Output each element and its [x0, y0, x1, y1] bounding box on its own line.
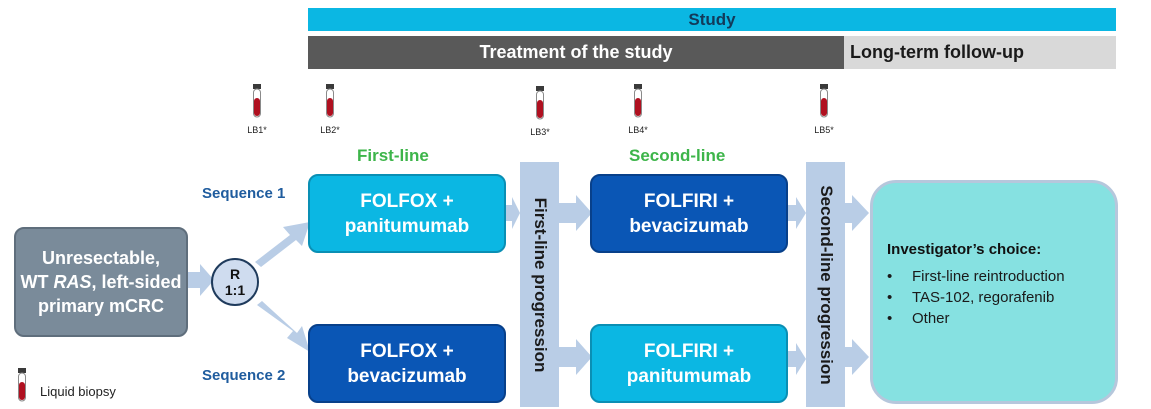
blood-tube-icon [18, 368, 26, 402]
blood-tube-icon [253, 84, 261, 118]
study-bar: Study [308, 8, 1116, 31]
blood-tube-icon [634, 84, 642, 118]
blood-tube-icon [326, 84, 334, 118]
patient-line-2: WT RAS, left-sided [20, 270, 181, 294]
arrow-b1-to-prog1 [506, 197, 520, 229]
first-line-progression-label: First-line progression [530, 197, 550, 372]
box-line: panitumumab [626, 365, 752, 387]
randomization-r: R [229, 266, 241, 282]
investigator-choice-list: •First-line reintroduction •TAS-102, reg… [887, 266, 1115, 329]
biopsy-label: LB5* [814, 125, 834, 135]
folfiri-bevacizumab-box: FOLFIRI + bevacizumab [590, 174, 788, 253]
biopsy-lb2: LB2* [310, 84, 350, 135]
folfox-panitumumab-box: FOLFOX + panitumumab [308, 174, 506, 253]
box-line: bevacizumab [629, 215, 749, 237]
arrow-prog1-to-b2 [559, 195, 592, 231]
arrow-r-to-seq2 [257, 301, 310, 352]
biopsy-lb3: LB3* [520, 86, 560, 137]
box-line: bevacizumab [347, 365, 467, 387]
box-line: FOLFOX + [360, 190, 454, 212]
arrow-prog2-to-choice-top [845, 195, 869, 231]
box-line: FOLFOX + [360, 340, 454, 362]
patient-line-1: Unresectable, [41, 248, 161, 268]
folfiri-panitumumab-box: FOLFIRI + panitumumab [590, 324, 788, 403]
folfox-bevacizumab-box: FOLFOX + bevacizumab [308, 324, 506, 403]
biopsy-lb1: LB1* [237, 84, 277, 135]
second-line-title: Second-line [629, 146, 726, 165]
first-line-title: First-line [357, 146, 429, 165]
first-line-progression-bar: First-line progression [520, 162, 559, 407]
patient-left-sided: , left-sided [91, 272, 182, 292]
biopsy-label: LB1* [247, 125, 267, 135]
randomization-circle: R 1:1 [211, 258, 259, 306]
legend-label: Liquid biopsy [40, 383, 116, 399]
arrow-prog1-to-b4 [559, 339, 592, 375]
second-line-progression-bar: Second-line progression [806, 162, 845, 407]
blood-tube-icon [820, 84, 828, 118]
followup-label: Long-term follow-up [850, 42, 1024, 62]
arrow-b2-to-prog2 [787, 197, 806, 229]
investigator-choice-box: Investigator’s choice: •First-line reint… [870, 180, 1118, 404]
box-line: panitumumab [344, 215, 470, 237]
sequence-1-label: Sequence 1 [202, 185, 286, 202]
blood-tube-icon [536, 86, 544, 120]
list-item: •First-line reintroduction [887, 268, 1065, 285]
choice-item-text: First-line reintroduction [912, 268, 1065, 285]
legend: Liquid biopsy [16, 368, 116, 406]
arrow-r-to-seq1 [255, 222, 310, 267]
biopsy-label: LB3* [530, 127, 550, 137]
patient-box: Unresectable, WT RAS, left-sided primary… [14, 227, 188, 337]
box-line: FOLFIRI + [643, 340, 735, 362]
biopsy-label: LB2* [320, 125, 340, 135]
biopsy-label: LB4* [628, 125, 648, 135]
followup-bar: Long-term follow-up [844, 36, 1116, 69]
choice-item-text: TAS-102, regorafenib [912, 289, 1055, 306]
treatment-label: Treatment of the study [479, 42, 673, 62]
patient-wt: WT [20, 272, 54, 292]
biopsy-lb5: LB5* [804, 84, 844, 135]
biopsy-lb4: LB4* [618, 84, 658, 135]
box-line: FOLFIRI + [643, 190, 735, 212]
list-item: •Other [887, 310, 950, 327]
treatment-bar: Treatment of the study [308, 36, 844, 69]
list-item: •TAS-102, regorafenib [887, 289, 1055, 306]
patient-ras: RAS [53, 272, 92, 292]
arrow-b4-to-prog2 [787, 343, 806, 375]
arrow-prog2-to-choice-bottom [845, 339, 869, 375]
arrow-patient-to-r [188, 264, 214, 296]
second-line-progression-label: Second-line progression [816, 184, 836, 385]
sequence-2-label: Sequence 2 [202, 367, 286, 384]
randomization-ratio: 1:1 [224, 282, 246, 298]
study-label: Study [688, 9, 736, 29]
patient-line-3: primary mCRC [37, 296, 165, 316]
choice-item-text: Other [912, 310, 950, 327]
investigator-choice-title: Investigator’s choice: [887, 241, 1042, 258]
